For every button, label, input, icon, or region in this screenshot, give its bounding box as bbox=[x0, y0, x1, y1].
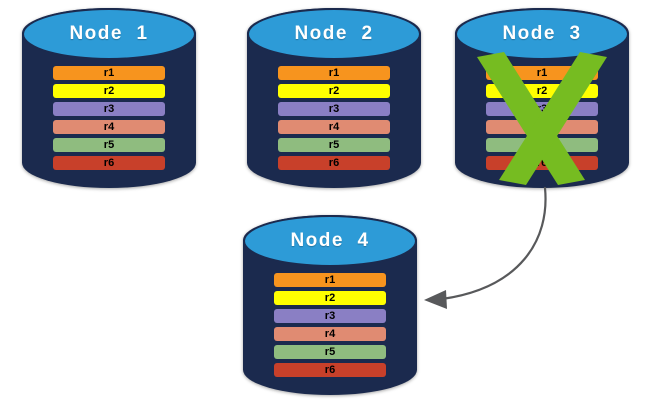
row-item[interactable]: r1 bbox=[278, 66, 390, 80]
row-item[interactable]: r4 bbox=[53, 120, 165, 134]
cylinder-top-ellipse bbox=[243, 215, 417, 267]
row-item[interactable]: r4 bbox=[278, 120, 390, 134]
row-item[interactable]: r2 bbox=[278, 84, 390, 98]
cylinder-top-ellipse bbox=[247, 8, 421, 60]
row-list: r1 r2 r3 r4 r5 r6 bbox=[22, 66, 196, 170]
row-item[interactable]: r4 bbox=[486, 120, 598, 134]
row-list: r1 r2 r3 r4 r5 r6 bbox=[247, 66, 421, 170]
replication-arrow bbox=[424, 186, 547, 309]
row-item[interactable]: r6 bbox=[278, 156, 390, 170]
row-item[interactable]: r1 bbox=[274, 273, 386, 287]
row-item[interactable]: r3 bbox=[274, 309, 386, 323]
node-title: Node 3 bbox=[502, 23, 582, 44]
row-item[interactable]: r2 bbox=[486, 84, 598, 98]
row-list: r1 r2 r3 r4 r5 r6 bbox=[243, 273, 417, 377]
row-item[interactable]: r3 bbox=[278, 102, 390, 116]
row-item[interactable]: r1 bbox=[53, 66, 165, 80]
row-item[interactable]: r2 bbox=[53, 84, 165, 98]
row-item[interactable]: r3 bbox=[486, 102, 598, 116]
node-cylinder-node3[interactable]: Node 3 r1 r2 r3 r4 r5 r6 bbox=[455, 8, 629, 188]
row-item[interactable]: r6 bbox=[486, 156, 598, 170]
node-title: Node 2 bbox=[294, 23, 374, 44]
row-list: r1 r2 r3 r4 r5 r6 bbox=[455, 66, 629, 170]
node-cylinder-node4[interactable]: Node 4 r1 r2 r3 r4 r5 r6 bbox=[243, 215, 417, 395]
node-title: Node 1 bbox=[69, 23, 149, 44]
row-item[interactable]: r5 bbox=[278, 138, 390, 152]
node-cylinder-node2[interactable]: Node 2 r1 r2 r3 r4 r5 r6 bbox=[247, 8, 421, 188]
row-item[interactable]: r2 bbox=[274, 291, 386, 305]
row-item[interactable]: r6 bbox=[53, 156, 165, 170]
row-item[interactable]: r3 bbox=[53, 102, 165, 116]
row-item[interactable]: r4 bbox=[274, 327, 386, 341]
row-item[interactable]: r1 bbox=[486, 66, 598, 80]
row-item[interactable]: r6 bbox=[274, 363, 386, 377]
node-title: Node 4 bbox=[290, 230, 370, 251]
row-item[interactable]: r5 bbox=[53, 138, 165, 152]
row-item[interactable]: r5 bbox=[486, 138, 598, 152]
row-item[interactable]: r5 bbox=[274, 345, 386, 359]
node-cylinder-node1[interactable]: Node 1 r1 r2 r3 r4 r5 r6 bbox=[22, 8, 196, 188]
cylinder-top-ellipse bbox=[22, 8, 196, 60]
